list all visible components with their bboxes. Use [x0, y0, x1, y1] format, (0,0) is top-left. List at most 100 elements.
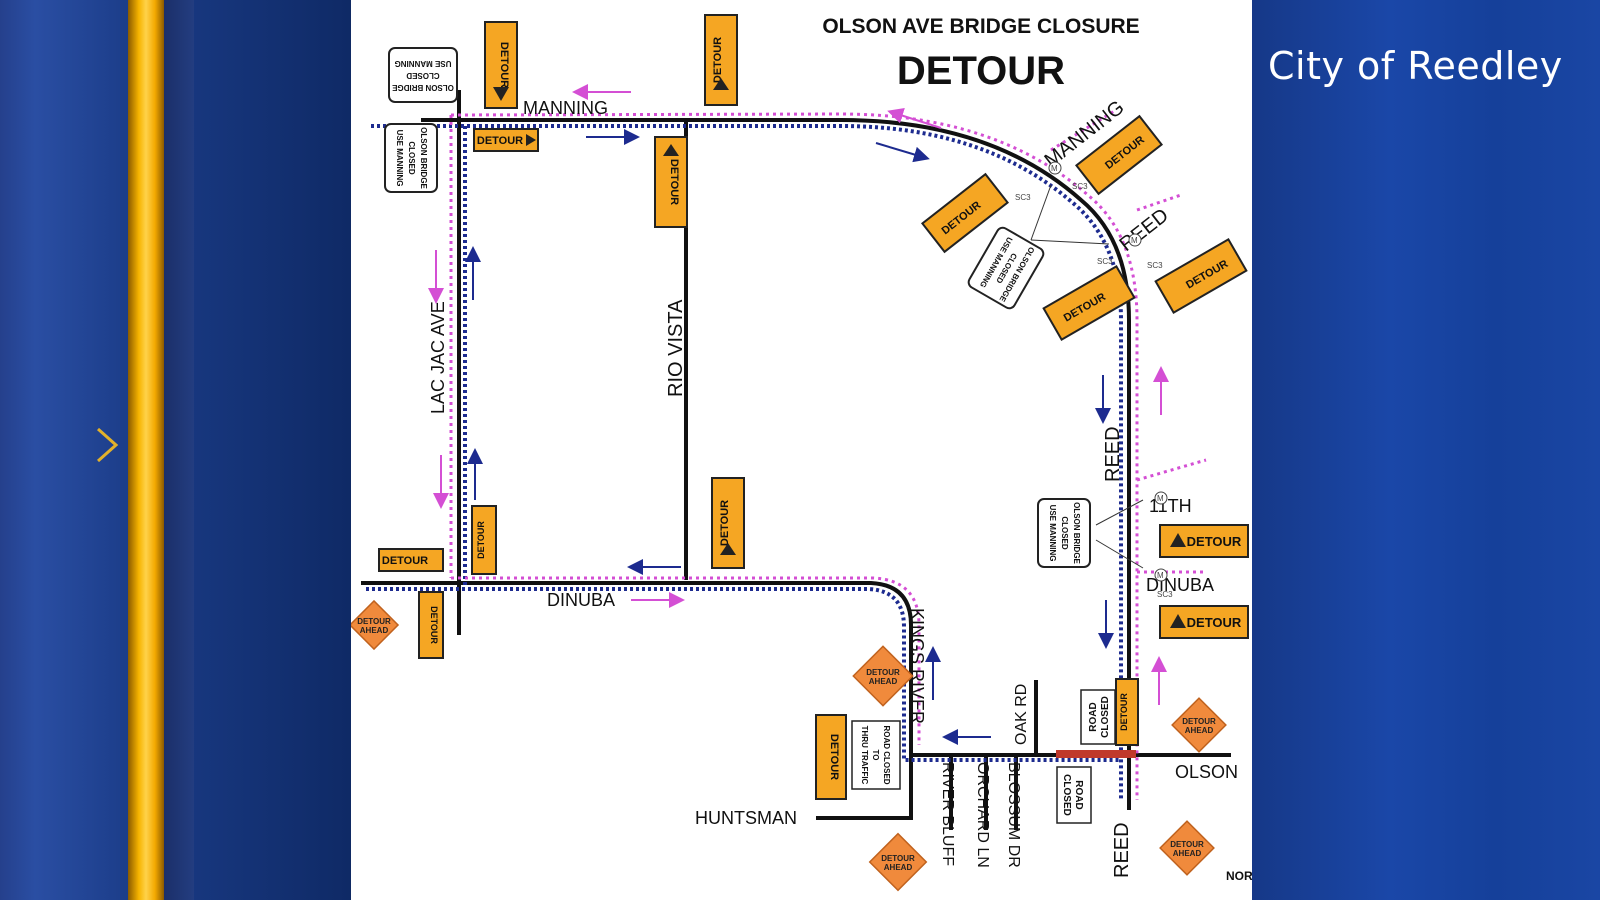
- street-label-blossum: BLOSSUM DR: [1005, 762, 1022, 868]
- svg-text:USE MANNING: USE MANNING: [1048, 505, 1057, 562]
- svg-text:CLOSED: CLOSED: [1060, 516, 1069, 550]
- svg-text:DETOUR: DETOUR: [1170, 840, 1204, 849]
- detour-sign: DETOUR: [378, 548, 444, 572]
- street-label-rio-vista: RIO VISTA: [665, 299, 687, 397]
- marker-label: M: [1131, 236, 1138, 245]
- marker-label: M: [1157, 571, 1164, 580]
- brand-title: City of Reedley: [1268, 44, 1563, 88]
- svg-text:ROAD CLOSED: ROAD CLOSED: [882, 725, 891, 784]
- sign-leader-lines: [1030, 184, 1144, 569]
- svg-text:AHEAD: AHEAD: [869, 677, 898, 686]
- street-label-reed-ne: REED: [1116, 204, 1173, 256]
- marker-label: M: [1051, 164, 1058, 173]
- traffic-route: [366, 124, 1123, 800]
- street-label-oak-rd: OAK RD: [1013, 684, 1030, 745]
- detour-map: OLSON AVE BRIDGE CLOSURE DETOUR: [351, 0, 1252, 900]
- detour-sign: DETOUR: [704, 14, 738, 106]
- street-label-reed-bottom: REED: [1111, 822, 1133, 878]
- sc3-label: SC3: [1147, 261, 1163, 270]
- detour-sign: DETOUR: [418, 591, 444, 659]
- huntsman-road: [816, 755, 913, 820]
- detour-sign: DETOUR: [1159, 524, 1249, 558]
- svg-text:DETOUR: DETOUR: [357, 617, 391, 626]
- sc3-label: SC3: [1157, 590, 1173, 599]
- sign-marker-m: [1154, 491, 1168, 505]
- svg-text:DETOUR: DETOUR: [1182, 717, 1216, 726]
- detour-sign: DETOUR: [1115, 678, 1139, 746]
- direction-arrows: [428, 84, 1169, 745]
- map-title: OLSON AVE BRIDGE CLOSURE: [822, 15, 1139, 38]
- sc3-label: SC3: [1097, 257, 1113, 266]
- detour-sign: DETOUR: [654, 136, 688, 228]
- detour-sign: DETOUR: [1159, 605, 1249, 639]
- svg-text:THRU TRAFFIC: THRU TRAFFIC: [860, 726, 869, 785]
- svg-text:ROAD: ROAD: [1073, 780, 1084, 809]
- street-label-manning: MANNING: [523, 98, 608, 118]
- svg-text:DETOUR: DETOUR: [1187, 615, 1242, 630]
- svg-text:USE MANNING: USE MANNING: [395, 59, 452, 68]
- marker-label: M: [1157, 494, 1164, 503]
- svg-text:DETOUR: DETOUR: [828, 734, 840, 780]
- svg-text:OLSON BRIDGE: OLSON BRIDGE: [419, 127, 428, 189]
- right-background-band: [1250, 0, 1600, 900]
- sign-marker-m: [1048, 161, 1062, 175]
- street-label-orchard: ORCHARD LN: [974, 762, 991, 868]
- gold-accent-stripe: [128, 0, 164, 900]
- svg-text:DETOUR: DETOUR: [429, 606, 439, 644]
- detour-sign: DETOUR: [1154, 238, 1248, 314]
- street-label-lac-jac: LAC JAC AVE: [428, 301, 448, 414]
- svg-text:DETOUR: DETOUR: [476, 521, 486, 559]
- svg-text:CLOSED: CLOSED: [1061, 774, 1072, 816]
- detour-sign: DETOUR: [1042, 265, 1136, 341]
- svg-text:DETOUR: DETOUR: [881, 854, 915, 863]
- street-label-dinuba: DINUBA: [547, 590, 615, 610]
- svg-text:DETOUR: DETOUR: [382, 555, 428, 567]
- svg-text:CLOSED: CLOSED: [1100, 696, 1111, 738]
- bridge-closed-sign: OLSON BRIDGE CLOSED USE MANNING: [388, 47, 458, 103]
- detour-sign: DETOUR: [711, 477, 745, 569]
- svg-text:AHEAD: AHEAD: [1185, 726, 1214, 735]
- svg-text:OLSON BRIDGE: OLSON BRIDGE: [391, 83, 453, 92]
- svg-text:DETOUR: DETOUR: [712, 37, 724, 83]
- detour-sign: DETOUR: [815, 714, 847, 800]
- svg-text:TO: TO: [871, 750, 880, 761]
- north-label: NOR: [1226, 869, 1252, 883]
- svg-text:DETOUR: DETOUR: [719, 500, 731, 546]
- svg-text:DETOUR: DETOUR: [1187, 534, 1242, 549]
- sc3-label: SC3: [1072, 182, 1088, 191]
- street-label-huntsman: HUNTSMAN: [695, 808, 797, 828]
- svg-text:OLSON BRIDGE: OLSON BRIDGE: [1072, 502, 1081, 564]
- svg-text:DETOUR: DETOUR: [668, 159, 680, 205]
- svg-text:USE MANNING: USE MANNING: [395, 130, 404, 187]
- svg-text:AHEAD: AHEAD: [1173, 849, 1202, 858]
- detour-sign: DETOUR: [484, 21, 518, 109]
- svg-text:DETOUR: DETOUR: [866, 668, 900, 677]
- chevron-right-icon[interactable]: [92, 425, 122, 465]
- sign-marker-m: [1154, 568, 1168, 582]
- street-label-river-bluff: RIVER BLUFF: [939, 762, 956, 866]
- sign-marker-m: [1128, 233, 1142, 247]
- svg-text:CLOSED: CLOSED: [406, 71, 440, 80]
- svg-text:AHEAD: AHEAD: [360, 626, 389, 635]
- map-subtitle: DETOUR: [897, 49, 1065, 93]
- bridge-closure-marker: [1056, 750, 1136, 758]
- dinuba-kings-river-road: [361, 581, 913, 755]
- street-label-olson: OLSON: [1175, 762, 1238, 782]
- svg-text:ROAD: ROAD: [1088, 702, 1099, 731]
- detour-sign: DETOUR: [920, 172, 1010, 254]
- detour-sign: DETOUR: [473, 128, 539, 152]
- sc3-label: SC3: [1015, 193, 1031, 202]
- manning-reed-road: [421, 118, 1131, 810]
- street-label-kings-river: KINGS RIVER: [907, 608, 927, 724]
